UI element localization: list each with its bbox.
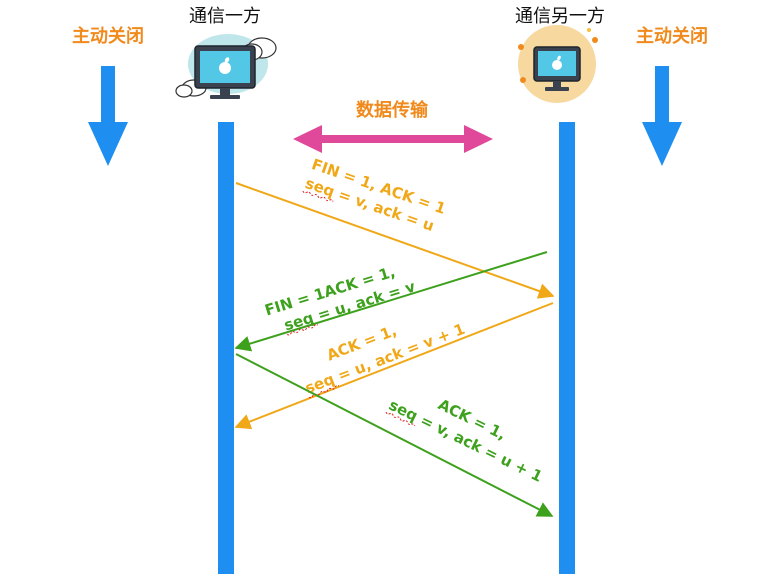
ack-arrow-3	[234, 302, 554, 430]
left-down-arrow	[88, 66, 128, 166]
data-transfer-label: 数据传输	[356, 99, 429, 121]
left-lifeline	[218, 122, 234, 574]
computer-icon	[175, 34, 277, 99]
apple-logo-icon	[219, 57, 231, 74]
right-down-arrow	[642, 66, 682, 166]
left-action-label: 主动关闭	[72, 25, 144, 47]
fin-ack-arrow-2	[234, 251, 548, 352]
left-party-label: 通信一方	[189, 6, 261, 27]
message-4-label: ACK = 1, seq = v, ack = u + 1	[385, 395, 545, 486]
computer-icon	[518, 25, 598, 103]
right-party-label: 通信另一方	[515, 6, 605, 27]
ack-arrow-4	[235, 353, 554, 517]
apple-logo-icon	[552, 55, 562, 70]
data-transfer-arrow	[293, 125, 493, 153]
fin-ack-arrow-1	[235, 182, 555, 299]
right-lifeline	[559, 122, 575, 574]
message-1-label: FIN = 1, ACK = 1 seq = v, ack = u	[302, 155, 448, 235]
right-action-label: 主动关闭	[636, 25, 708, 47]
